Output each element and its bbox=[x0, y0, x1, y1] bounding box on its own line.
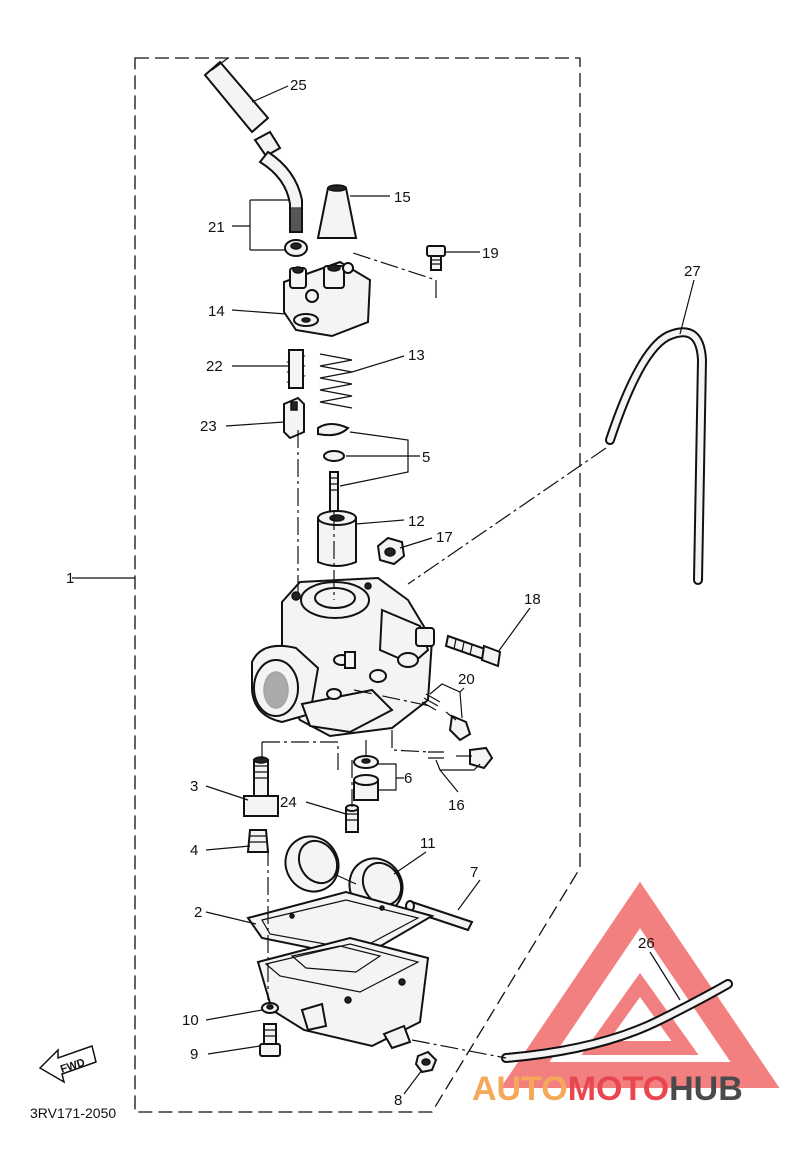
part-19-screw bbox=[426, 245, 446, 271]
callout-12: 12 bbox=[408, 513, 425, 530]
part-1-carburetor-body bbox=[251, 576, 435, 738]
part-25-throttle-cable-cap bbox=[203, 57, 282, 158]
callout-22: 22 bbox=[206, 358, 223, 375]
brand-part-auto: AUTO bbox=[472, 1070, 568, 1108]
part-6-washer-and-plug bbox=[353, 755, 379, 801]
callout-labels: 1 2 3 4 5 6 7 8 9 10 11 12 13 14 15 16 1… bbox=[66, 77, 701, 1109]
part-3-needle-jet bbox=[243, 756, 279, 817]
part-8-drain-screw bbox=[414, 1050, 438, 1074]
part-4-main-jet bbox=[246, 829, 270, 853]
part-26-drain-hose bbox=[501, 979, 733, 1063]
callout-4: 4 bbox=[190, 842, 198, 859]
part-16-air-screw bbox=[428, 746, 494, 770]
assembly-boundary bbox=[134, 57, 581, 1113]
callout-26: 26 bbox=[638, 935, 655, 952]
part-2-float-chamber-gasket bbox=[246, 890, 435, 960]
guide-lines bbox=[72, 85, 695, 1095]
callout-9: 9 bbox=[190, 1046, 198, 1063]
callout-20: 20 bbox=[458, 671, 475, 688]
part-13-throttle-spring bbox=[319, 353, 353, 409]
callout-25: 25 bbox=[290, 77, 307, 94]
forward-arrow-icon: FWD bbox=[38, 1045, 97, 1084]
callout-6: 6 bbox=[404, 770, 412, 787]
callout-10: 10 bbox=[182, 1012, 199, 1029]
callout-13: 13 bbox=[408, 347, 425, 364]
callout-27: 27 bbox=[684, 263, 701, 280]
callout-17: 17 bbox=[436, 529, 453, 546]
part-23-needle-holder bbox=[283, 396, 305, 440]
callout-14: 14 bbox=[208, 303, 225, 320]
callout-2: 2 bbox=[194, 904, 202, 921]
part-27-vent-hose bbox=[605, 327, 708, 585]
part-22-needle-spring bbox=[285, 349, 307, 389]
part-14-carburetor-cap bbox=[283, 260, 372, 338]
watermark-brand: AUTOMOTOHUB bbox=[472, 1070, 743, 1108]
part-21-cable-adjuster bbox=[258, 150, 308, 257]
part-18-throttle-stop-screw bbox=[444, 634, 502, 668]
callout-16: 16 bbox=[448, 797, 465, 814]
part-15-rubber-boot bbox=[316, 184, 358, 239]
callout-8: 8 bbox=[394, 1092, 402, 1109]
callout-23: 23 bbox=[200, 418, 217, 435]
part-20-pilot-screw bbox=[421, 693, 472, 742]
part-24-pilot-jet bbox=[345, 804, 359, 833]
part-5-jet-needle-and-clip bbox=[317, 423, 350, 513]
callout-24: 24 bbox=[280, 794, 297, 811]
callout-7: 7 bbox=[470, 864, 478, 881]
callout-5: 5 bbox=[422, 449, 430, 466]
callout-15: 15 bbox=[394, 189, 411, 206]
callout-11: 11 bbox=[420, 835, 436, 852]
callout-18: 18 bbox=[524, 591, 541, 608]
callout-3: 3 bbox=[190, 778, 198, 795]
part-12-throttle-valve bbox=[317, 510, 357, 567]
callout-1: 1 bbox=[66, 570, 74, 587]
callout-19: 19 bbox=[482, 245, 499, 262]
part-code: 3RV171-2050 bbox=[30, 1105, 116, 1121]
part-17-cap-nut bbox=[376, 536, 406, 566]
brand-part-moto: MOTO bbox=[568, 1070, 669, 1108]
float-chamber bbox=[256, 936, 430, 1050]
part-10-washer bbox=[261, 1002, 279, 1014]
brand-part-hub: HUB bbox=[669, 1070, 743, 1108]
part-9-screw bbox=[259, 1023, 281, 1057]
callout-21: 21 bbox=[208, 219, 225, 236]
part-11-float bbox=[284, 835, 404, 915]
